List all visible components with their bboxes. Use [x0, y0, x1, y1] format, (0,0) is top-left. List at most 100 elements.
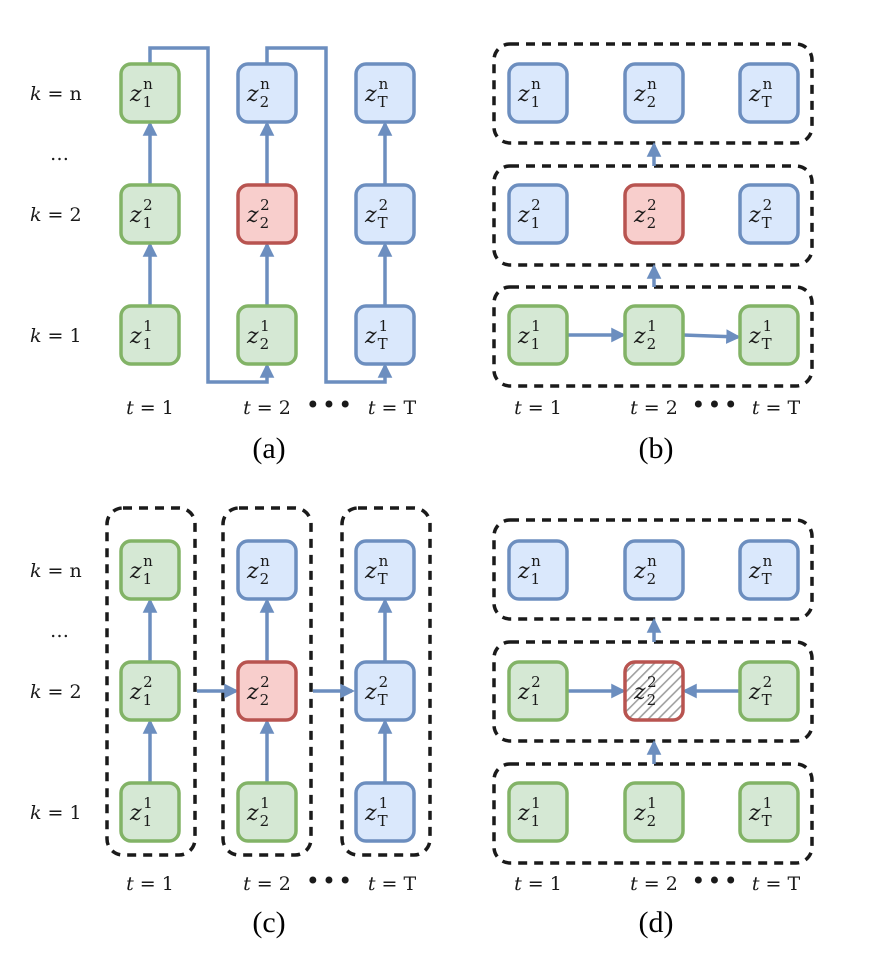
node-c-t2-k2: z22: [236, 660, 298, 722]
group-box-d-row-1: [492, 762, 814, 865]
time-label-d-t-T: t = T: [752, 873, 801, 895]
node-box: [354, 660, 416, 722]
node-c-tT-k2: zT2: [354, 660, 416, 722]
node-label-base: z: [129, 559, 142, 584]
node-label: z11: [517, 794, 541, 830]
time-label-d-t-2: t = 2: [630, 873, 678, 895]
node-label-k: 2: [379, 196, 389, 214]
node-label-k: 1: [763, 794, 773, 812]
node-label-base: z: [748, 801, 761, 826]
time-label-d-t-1: t = 1: [514, 873, 562, 895]
node-a-t2-k2: z22: [236, 183, 298, 245]
node-label: z22: [633, 673, 657, 709]
node-label-base: z: [633, 559, 646, 584]
node-box: [623, 62, 685, 124]
node-d-t2-kn: z2n: [623, 539, 685, 601]
node-d-tT-kn: zTn: [738, 539, 800, 601]
node-label-base: z: [129, 203, 142, 228]
node-label-k: 1: [260, 317, 270, 335]
node-label-base: z: [364, 82, 377, 107]
node-box: [738, 781, 800, 843]
node-label-k: n: [143, 552, 153, 570]
node-label-k: 2: [143, 196, 153, 214]
node-box: [236, 183, 298, 245]
panel-caption-a: (a): [252, 432, 285, 465]
node-box: [738, 660, 800, 722]
node-label-k: 2: [763, 673, 773, 691]
node-label-t: 2: [647, 812, 657, 830]
node-d-t1-k1: z11: [507, 781, 569, 843]
node-label-t: 2: [647, 570, 657, 588]
node-label-k: 2: [260, 673, 270, 691]
node-box: [236, 660, 298, 722]
node-label-base: z: [364, 680, 377, 705]
node-label-t: T: [762, 93, 772, 111]
node-label-t: 2: [260, 214, 270, 232]
node-label: z21: [246, 794, 270, 830]
node-label-k: n: [531, 552, 541, 570]
node-box: [119, 183, 181, 245]
node-label-k: 2: [531, 196, 541, 214]
time-label-b-t-2: t = 2: [630, 397, 678, 419]
node-label-k: 2: [379, 673, 389, 691]
node-label-base: z: [517, 559, 530, 584]
node-box: [507, 781, 569, 843]
node-c-tT-kn: zTn: [354, 539, 416, 601]
node-label: z2n: [246, 552, 270, 588]
node-b-t2-k2: z22: [623, 183, 685, 245]
node-a-t2-kn: z2n: [236, 62, 298, 124]
node-label: zT1: [748, 317, 772, 353]
node-label: z11: [517, 317, 541, 353]
node-label-t: 2: [647, 335, 657, 353]
node-c-tT-k1: zT1: [354, 781, 416, 843]
node-d-tT-k1: zT1: [738, 781, 800, 843]
node-label-t: 1: [531, 93, 541, 111]
node-d-t2-k2: z22: [623, 660, 685, 722]
node-label-k: 2: [647, 196, 657, 214]
node-label-t: 1: [143, 691, 153, 709]
node-label-k: n: [379, 75, 389, 93]
node-label-base: z: [748, 559, 761, 584]
node-box: [236, 539, 298, 601]
node-label: z1n: [517, 75, 541, 111]
node-label: zTn: [364, 75, 389, 111]
node-box: [236, 304, 298, 366]
node-label-base: z: [517, 324, 530, 349]
node-label-k: n: [763, 552, 773, 570]
node-label-base: z: [517, 82, 530, 107]
node-label-k: 2: [763, 196, 773, 214]
node-label: zT2: [748, 673, 772, 709]
node-label-base: z: [364, 203, 377, 228]
node-c-t2-k1: z21: [236, 781, 298, 843]
node-label-base: z: [748, 203, 761, 228]
group-box-c-col-2: [221, 506, 313, 857]
node-d-t1-k2: z12: [507, 660, 569, 722]
row-label-c-k-n: k = n: [30, 560, 82, 582]
time-label-b-t-T: t = T: [752, 397, 801, 419]
node-box: [507, 539, 569, 601]
node-label-t: 1: [531, 214, 541, 232]
node-label-t: 2: [260, 335, 270, 353]
node-label: z1n: [129, 552, 153, 588]
node-b-t1-k2: z12: [507, 183, 569, 245]
node-label: z2n: [633, 75, 657, 111]
node-label-base: z: [517, 203, 530, 228]
node-d-tT-k2: zT2: [738, 660, 800, 722]
node-c-t1-kn: z1n: [119, 539, 181, 601]
node-a-t1-k2: z12: [119, 183, 181, 245]
node-box: [354, 183, 416, 245]
node-label-base: z: [246, 324, 259, 349]
node-label-base: z: [633, 680, 646, 705]
node-label-t: 1: [143, 335, 153, 353]
node-a-tT-k2: zT2: [354, 183, 416, 245]
row-ellipsis-c: …: [50, 620, 69, 642]
node-label-k: n: [143, 75, 153, 93]
node-label: z12: [129, 673, 153, 709]
node-label-k: n: [531, 75, 541, 93]
node-box: [623, 304, 685, 366]
node-label-t: 1: [143, 214, 153, 232]
node-label-base: z: [633, 82, 646, 107]
arrow-a-wrap-t2-to-tT: [265, 46, 393, 384]
node-label: z11: [129, 794, 153, 830]
node-box: [119, 539, 181, 601]
